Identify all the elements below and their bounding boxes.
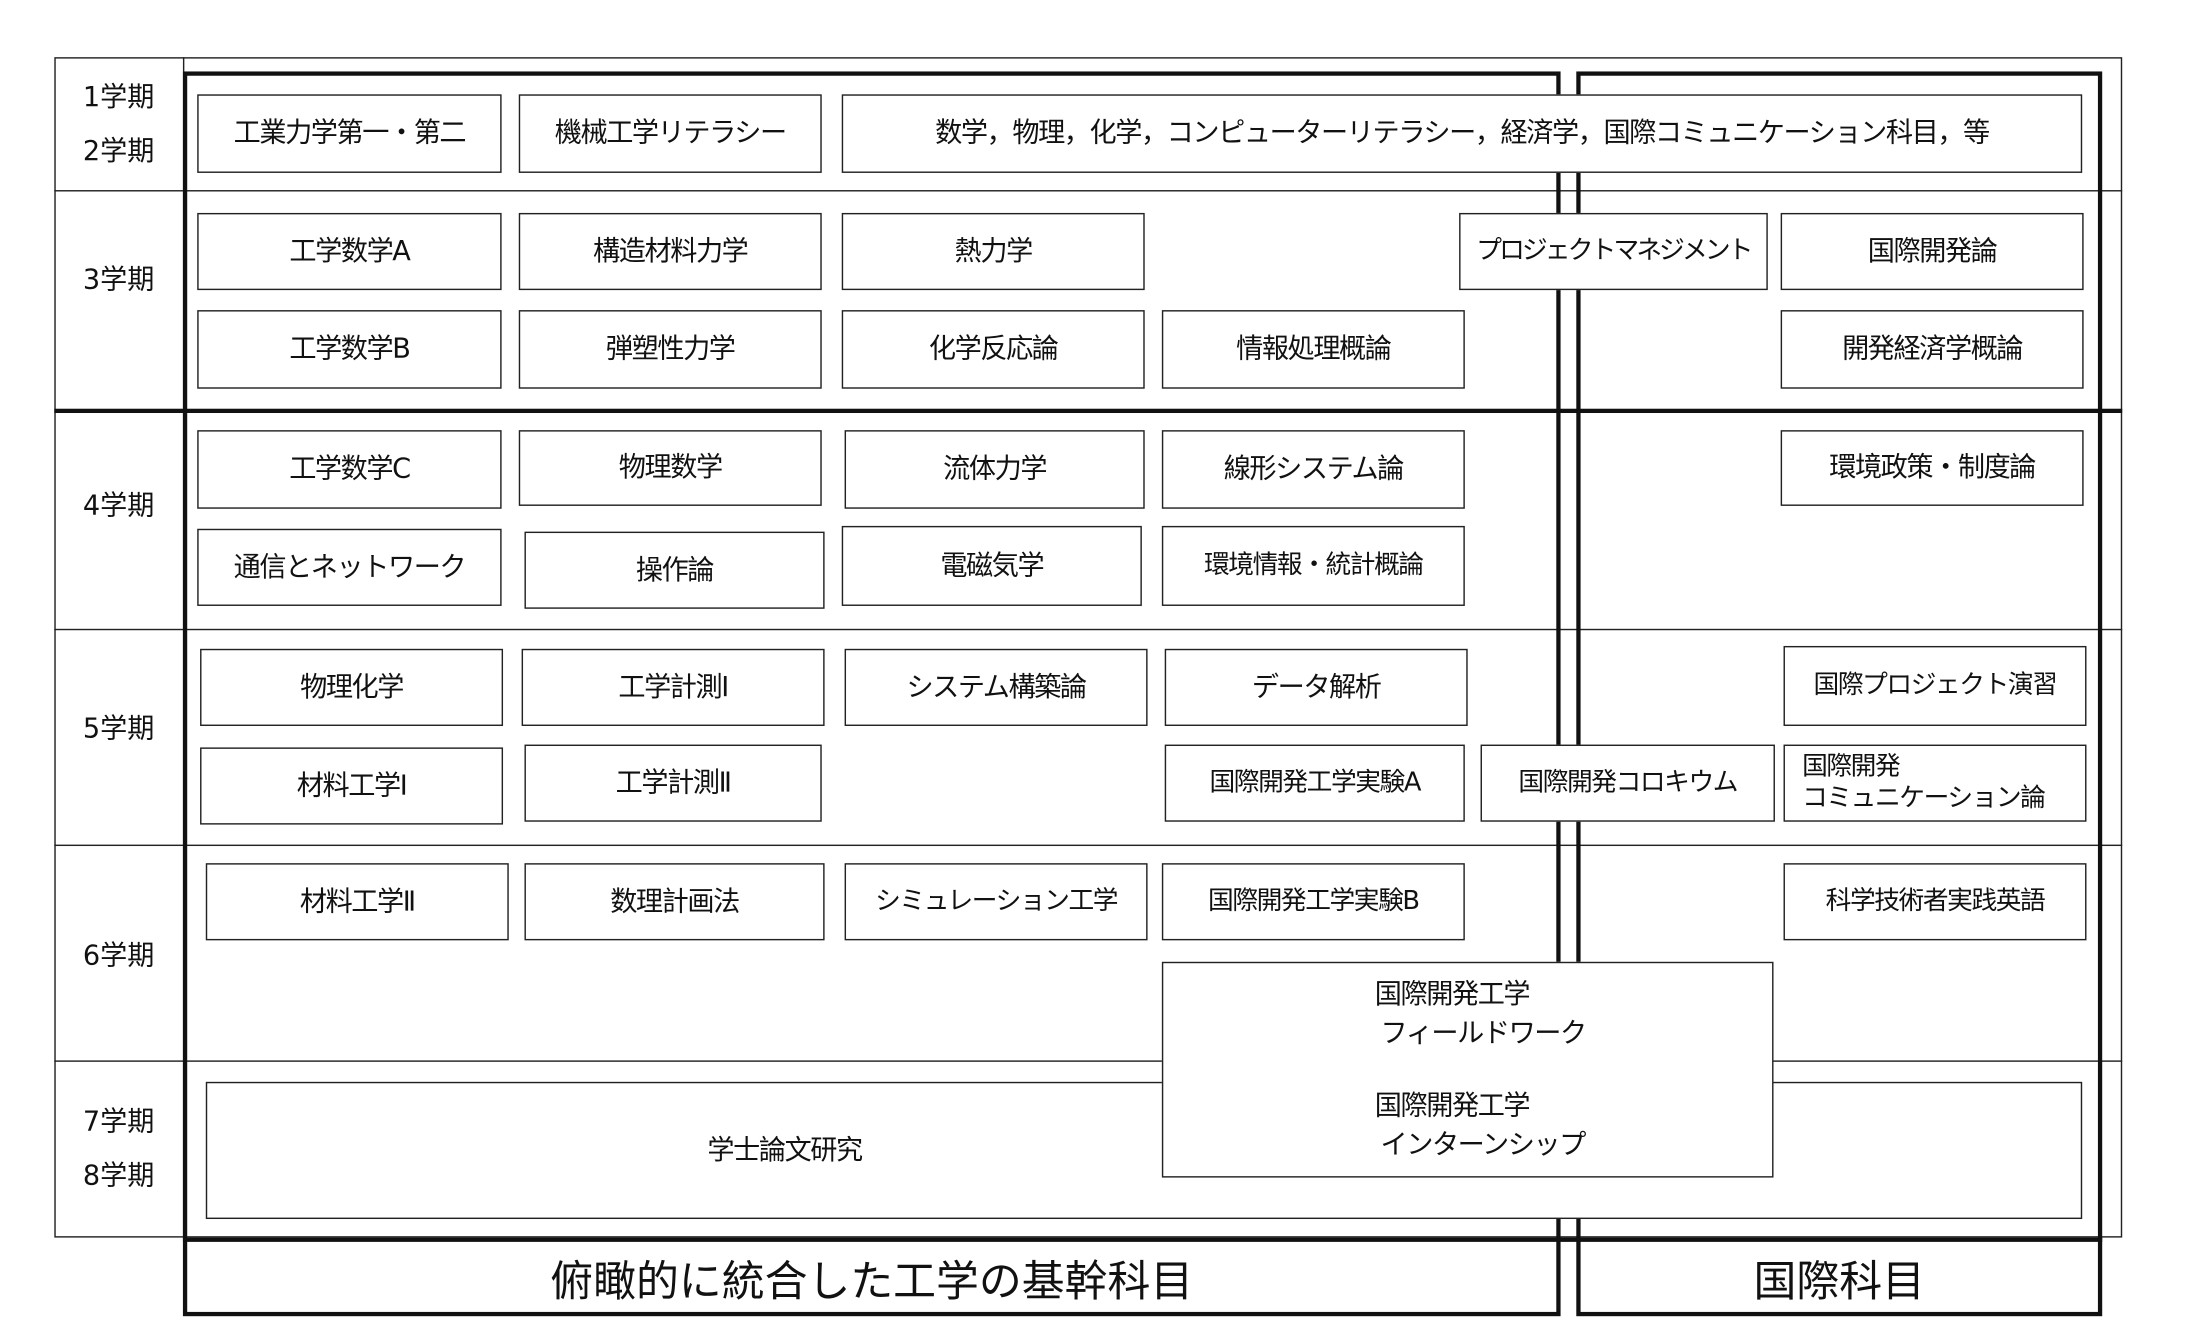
divider xyxy=(54,628,2123,631)
course-box: システム構築論 xyxy=(844,648,1148,726)
course-box: 工学計測Ⅱ xyxy=(524,744,822,822)
course-box: 科学技術者実践英語 xyxy=(1783,863,2087,941)
course-box: 工学計測Ⅰ xyxy=(521,648,825,726)
thesis-box: 学士論文研究 xyxy=(205,1081,2083,1220)
course-box: 国際開発コロキウム xyxy=(1480,744,1775,822)
course-box: 流体力学 xyxy=(844,430,1145,509)
semester-text: 5学期 xyxy=(82,713,155,745)
divider xyxy=(54,1060,2123,1062)
semester-text: 6学期 xyxy=(82,939,155,972)
course-box: 工学数学C xyxy=(197,430,502,509)
course-box: 工業力学第一・第二 xyxy=(197,94,502,173)
course-box: シミュレーション工学 xyxy=(844,863,1148,941)
semester-text: 7学期 xyxy=(82,1106,155,1138)
semester-label: 6学期 xyxy=(54,845,183,1067)
semester-text: 8学期 xyxy=(82,1160,155,1192)
course-box: 通信とネットワーク xyxy=(197,528,502,606)
course-box: 弾塑性力学 xyxy=(518,310,822,389)
international-subjects-frame xyxy=(1576,71,2103,1317)
course-box: 線形システム論 xyxy=(1161,430,1465,509)
divider xyxy=(182,1237,2103,1242)
semester-label: 4学期 xyxy=(54,410,183,600)
divider xyxy=(54,844,2123,847)
thesis-label: 学士論文研究 xyxy=(707,1134,863,1166)
course-box: 材料工学Ⅱ xyxy=(205,863,509,941)
course-line: 国際開発工学 xyxy=(1374,978,1531,1010)
course-box: 開発経済学概論 xyxy=(1780,310,2084,389)
course-line: フィールドワーク xyxy=(1380,1016,1588,1049)
semester-label: 1学期 2学期 xyxy=(54,57,183,190)
semester-label: 5学期 xyxy=(54,629,183,829)
core-subjects-frame xyxy=(182,71,1561,1317)
semester-text: 4学期 xyxy=(82,489,155,521)
semester-text: 3学期 xyxy=(82,263,155,296)
course-box: 物理数学 xyxy=(518,430,822,506)
course-box: 操作論 xyxy=(524,531,825,609)
semester-label: 3学期 xyxy=(54,190,183,369)
course-box: 材料工学Ⅰ xyxy=(200,747,504,825)
divider xyxy=(54,408,2123,414)
course-box: プロジェクトマネジメント xyxy=(1459,212,1768,291)
fieldwork-internship-box: 国際開発工学 フィールドワーク 国際開発工学 インターンシップ xyxy=(1161,961,1774,1178)
semester-text: 2学期 xyxy=(82,135,155,167)
core-subjects-label: 俯瞰的に統合した工学の基幹科目 xyxy=(550,1257,1194,1308)
course-box: 工学数学A xyxy=(197,212,502,291)
course-box: 機械工学リテラシー xyxy=(518,94,822,173)
course-box: 環境政策・制度論 xyxy=(1780,430,2084,506)
course-box: 国際開発工学実験B xyxy=(1161,863,1465,941)
course-line: コミュニケーション論 xyxy=(1802,783,2046,814)
course-box: 環境情報・統計概論 xyxy=(1161,525,1465,606)
course-box: 国際プロジェクト演習 xyxy=(1783,645,2087,726)
course-line: 国際開発 xyxy=(1802,752,1901,783)
course-box: 国際開発コミュニケーション論 xyxy=(1783,744,2087,822)
course-line: インターンシップ xyxy=(1380,1128,1587,1160)
course-box: 国際開発工学実験A xyxy=(1164,744,1465,822)
course-box: 情報処理概論 xyxy=(1161,310,1465,389)
international-subjects-label: 国際科目 xyxy=(1753,1257,1925,1308)
course-box: 電磁気学 xyxy=(841,525,1142,606)
course-box: 数理計画法 xyxy=(524,863,825,941)
course-box: 化学反応論 xyxy=(841,310,1145,389)
divider xyxy=(54,190,2123,192)
course-box: 工学数学B xyxy=(197,310,502,389)
semester-table xyxy=(54,57,2123,1238)
course-box: 国際開発論 xyxy=(1780,212,2084,291)
course-box: 数学，物理，化学，コンピューターリテラシー，経済学，国際コミュニケーション科目，… xyxy=(841,94,2083,173)
course-box: 構造材料力学 xyxy=(518,212,822,291)
course-box: 熱力学 xyxy=(841,212,1145,291)
course-box: データ解析 xyxy=(1164,648,1468,726)
course-box: 物理化学 xyxy=(200,648,504,726)
course-line: 国際開発工学 xyxy=(1374,1089,1531,1122)
semester-label: 7学期 8学期 xyxy=(54,1060,183,1237)
semester-text: 1学期 xyxy=(82,80,155,113)
